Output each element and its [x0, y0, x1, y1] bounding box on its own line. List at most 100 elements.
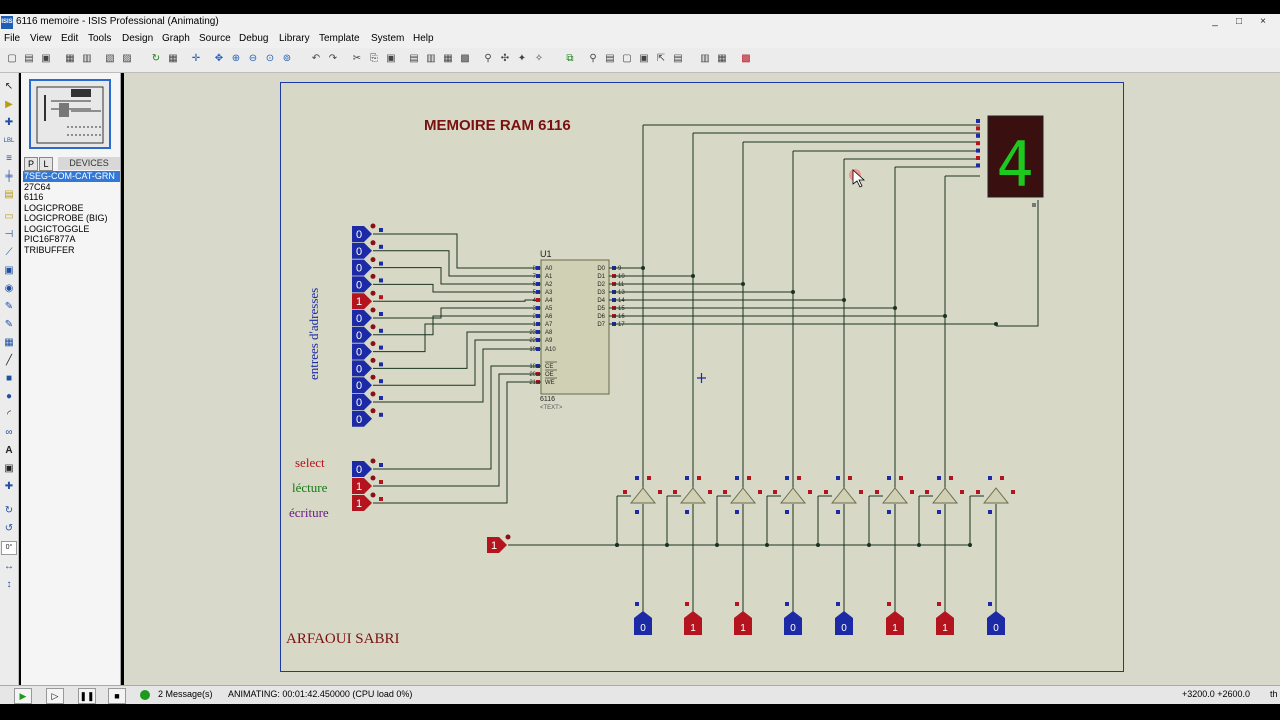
cut-icon[interactable]: ✂: [352, 53, 362, 64]
device-list-item[interactable]: LOGICPROBE (BIG): [24, 213, 108, 223]
virtual-instruments-icon[interactable]: ▦: [4, 337, 14, 348]
wire-autorouter-icon[interactable]: ⧉: [566, 53, 574, 64]
message-count[interactable]: 2 Message(s): [158, 689, 213, 699]
new-sheet-icon[interactable]: ▢: [622, 53, 632, 64]
packaging-tool-icon[interactable]: ✦: [517, 53, 527, 64]
device-list-item[interactable]: 27C64: [24, 181, 51, 192]
refresh-icon[interactable]: ↻: [151, 53, 161, 64]
export-icon[interactable]: ▥: [82, 53, 92, 64]
menu-debug[interactable]: Debug: [239, 33, 269, 44]
device-list-item[interactable]: PIC16F877A: [24, 234, 76, 244]
rotate-cw-icon[interactable]: ↻: [4, 505, 14, 516]
path-tool-icon[interactable]: ∞: [5, 427, 13, 438]
new-file-icon[interactable]: ▢: [7, 53, 17, 64]
redo-icon[interactable]: ↷: [328, 53, 338, 64]
text-tool-icon[interactable]: A: [5, 445, 13, 456]
origin-icon[interactable]: ✛: [191, 53, 201, 64]
mirror-x-icon[interactable]: ↔: [4, 561, 14, 572]
pick-device-icon[interactable]: ⚲: [484, 53, 492, 64]
device-list-item[interactable]: LOGICPROBE: [24, 202, 84, 213]
block-move-icon[interactable]: ▥: [426, 53, 436, 64]
circle-tool-icon[interactable]: ●: [5, 391, 13, 402]
rotation-angle-field[interactable]: 0°: [1, 541, 17, 555]
junction-dot-icon[interactable]: ✚: [4, 117, 14, 128]
menu-source[interactable]: Source: [199, 33, 231, 44]
block-rotate-icon[interactable]: ▦: [443, 53, 453, 64]
menu-design[interactable]: Design: [122, 33, 154, 44]
paste-icon[interactable]: ▣: [386, 53, 396, 64]
electrical-rules-icon[interactable]: ▥: [700, 53, 710, 64]
copy-icon[interactable]: ⎘: [370, 53, 378, 64]
schematic-canvas[interactable]: [124, 73, 1280, 685]
grid-icon[interactable]: ▦: [168, 53, 178, 64]
device-list-item[interactable]: 7SEG-COM-CAT-GRN: [23, 171, 120, 182]
schematic-sheet[interactable]: [280, 82, 1124, 672]
tape-recorder-icon[interactable]: ▣: [4, 265, 14, 276]
minimize-button[interactable]: _: [1212, 16, 1218, 27]
selection-mode-icon[interactable]: ↖: [4, 81, 14, 92]
symbol-tool-icon[interactable]: ▣: [4, 463, 14, 474]
property-tool-icon[interactable]: ▤: [605, 53, 615, 64]
exit-to-parent-icon[interactable]: ⇱: [656, 53, 666, 64]
block-delete-icon[interactable]: ▩: [460, 53, 470, 64]
marker-tool-icon[interactable]: ✚: [4, 481, 14, 492]
print-icon[interactable]: ▧: [105, 53, 115, 64]
device-list-item[interactable]: TRIBUFFER: [24, 244, 75, 255]
open-folder-icon[interactable]: ▤: [24, 53, 34, 64]
menu-tools[interactable]: Tools: [88, 33, 112, 44]
wire-label-icon[interactable]: LBL: [3, 138, 15, 144]
zoom-in-icon[interactable]: ⊕: [231, 53, 241, 64]
menu-graph[interactable]: Graph: [162, 33, 190, 44]
stop-button[interactable]: ■: [108, 688, 126, 704]
decompose-icon[interactable]: ✧: [534, 53, 544, 64]
voltage-probe-icon[interactable]: ✎: [4, 301, 14, 312]
zoom-all-icon[interactable]: ⊙: [265, 53, 275, 64]
device-pins-icon[interactable]: ⊣: [4, 229, 14, 240]
rotate-ccw-icon[interactable]: ↺: [4, 523, 14, 534]
component-mode-icon[interactable]: ▶: [5, 99, 13, 110]
menu-view[interactable]: View: [30, 33, 52, 44]
text-script-icon[interactable]: ≡: [6, 153, 12, 164]
graph-mode-icon[interactable]: ⟋: [5, 247, 13, 258]
menu-library[interactable]: Library: [279, 33, 310, 44]
terminals-icon[interactable]: ▭: [4, 211, 14, 222]
device-list-item[interactable]: LOGICTOGGLE: [24, 223, 90, 234]
menu-file[interactable]: File: [4, 33, 21, 44]
menu-bar: File View Edit Tools Design Graph Source…: [0, 32, 1280, 48]
step-button[interactable]: ▷: [46, 688, 64, 704]
generator-icon[interactable]: ◉: [4, 283, 14, 294]
import-icon[interactable]: ▦: [65, 53, 75, 64]
play-button[interactable]: ▶: [14, 688, 32, 704]
block-copy-icon[interactable]: ▤: [409, 53, 419, 64]
library-manager-button[interactable]: L: [39, 157, 53, 171]
device-list-item[interactable]: 6116: [24, 192, 44, 202]
menu-template[interactable]: Template: [319, 33, 360, 44]
menu-help[interactable]: Help: [413, 33, 434, 44]
zoom-area-icon[interactable]: ⊚: [282, 53, 292, 64]
subcircuit-icon[interactable]: ▤: [4, 189, 14, 200]
pause-button[interactable]: ❚❚: [78, 688, 96, 704]
line-tool-icon[interactable]: ╱: [5, 355, 13, 366]
close-button[interactable]: ×: [1260, 16, 1266, 27]
netlist-icon[interactable]: ▦: [717, 53, 727, 64]
search-icon[interactable]: ⚲: [589, 53, 597, 64]
zoom-out-icon[interactable]: ⊖: [248, 53, 258, 64]
save-icon[interactable]: ▣: [41, 53, 51, 64]
current-probe-icon[interactable]: ✎: [4, 319, 14, 330]
undo-icon[interactable]: ↶: [311, 53, 321, 64]
bus-icon[interactable]: ╪: [5, 171, 13, 182]
mirror-y-icon[interactable]: ↕: [6, 579, 12, 590]
bill-of-materials-icon[interactable]: ▤: [673, 53, 683, 64]
remove-sheet-icon[interactable]: ▣: [639, 53, 649, 64]
pan-icon[interactable]: ✥: [214, 53, 224, 64]
print-area-icon[interactable]: ▨: [122, 53, 132, 64]
arc-tool-icon[interactable]: ◜: [7, 409, 11, 420]
ares-icon[interactable]: ▩: [741, 53, 751, 64]
menu-edit[interactable]: Edit: [61, 33, 79, 44]
pick-devices-button[interactable]: P: [24, 157, 38, 171]
maximize-button[interactable]: □: [1235, 16, 1243, 27]
box-tool-icon[interactable]: ■: [5, 373, 13, 384]
overview-window[interactable]: [29, 79, 111, 149]
make-device-icon[interactable]: ✣: [500, 53, 510, 64]
menu-system[interactable]: System: [371, 33, 405, 44]
